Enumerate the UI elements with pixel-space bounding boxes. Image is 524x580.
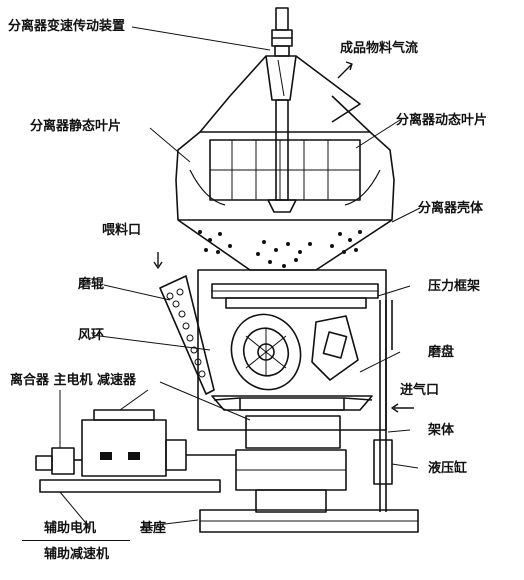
mill-base xyxy=(39,479,419,533)
label-auxiliary-motor: 辅助电机 xyxy=(44,521,97,536)
feed-chute xyxy=(159,275,215,395)
label-feed-inlet: 喂料口 xyxy=(102,223,142,238)
label-separator-shell: 分离器壳体 xyxy=(418,201,484,216)
label-wind-ring: 风环 xyxy=(78,328,105,343)
label-divider xyxy=(22,540,130,541)
shell-perforations xyxy=(198,230,362,268)
separator-shell-body xyxy=(175,95,395,271)
label-hydraulic-cylinder: 液压缸 xyxy=(428,461,468,476)
grinding-table-and-gearbox xyxy=(211,395,373,513)
label-pressure-frame: 压力框架 xyxy=(428,279,481,294)
outlet-duct xyxy=(229,55,361,123)
label-base: 基座 xyxy=(140,521,167,536)
flow-arrows xyxy=(153,61,414,413)
label-separator-drive: 分离器变速传动装置 xyxy=(8,19,126,34)
label-air-inlet: 进气口 xyxy=(400,383,440,398)
label-frame-body: 架体 xyxy=(428,423,455,438)
label-grinding-roller: 磨辊 xyxy=(78,277,105,292)
label-auxiliary-reducer: 辅助减速机 xyxy=(44,547,110,562)
label-grinding-table: 磨盘 xyxy=(428,345,455,360)
mill-body xyxy=(197,269,387,431)
label-separator-static-blades: 分离器静态叶片 xyxy=(30,119,122,134)
label-product-airflow: 成品物料气流 xyxy=(340,41,419,56)
drive-train xyxy=(35,409,236,477)
leader-lines xyxy=(59,26,421,529)
hydraulic-system xyxy=(373,300,393,512)
label-separator-dynamic-blades: 分离器动态叶片 xyxy=(396,113,488,128)
grinding-rollers xyxy=(230,313,359,391)
label-drive-chain: 离合器 主电机 减速器 xyxy=(10,373,137,388)
separator-drive-unit xyxy=(265,7,297,101)
